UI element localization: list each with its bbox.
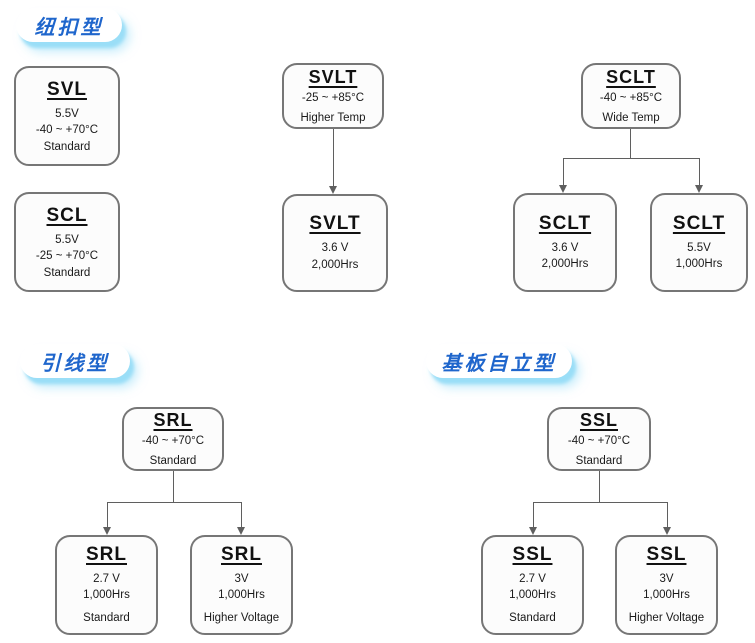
- node-line: 5.5V: [687, 241, 711, 254]
- node-line: 2.7 V: [93, 573, 120, 586]
- node-line: 1,000Hrs: [83, 589, 130, 602]
- node-title: SCLT: [606, 66, 656, 87]
- node-title: SCLT: [538, 212, 592, 234]
- node-title: SRL: [221, 544, 262, 566]
- node-line: 1,000Hrs: [675, 258, 723, 270]
- node-line: Higher Temp: [300, 112, 366, 124]
- arrow-down-icon: [529, 527, 537, 535]
- srl-connector-branch-left: [107, 502, 108, 527]
- node-title: SVLT: [309, 213, 361, 235]
- node-line: 2,000Hrs: [311, 258, 359, 271]
- sclt-connector-branch-right: [699, 158, 700, 185]
- node-line: -40 ~ +70°C: [141, 434, 205, 447]
- node-line: 3V: [234, 573, 249, 586]
- section-header-board-type: 基板自立型: [426, 344, 572, 378]
- node-line: -25 ~ +70°C: [35, 250, 99, 263]
- node-title: SRL: [153, 409, 193, 430]
- node-title: SSL: [512, 544, 553, 566]
- node-line: Standard: [509, 611, 556, 624]
- node-line: -25 ~ +85°C: [301, 91, 365, 104]
- node-line: 3.6 V: [321, 242, 349, 255]
- arrow-down-icon: [559, 185, 567, 193]
- node-title: SSL: [579, 409, 618, 430]
- node-srl-child-2: SRL 3V 1,000Hrs Higher Voltage: [190, 535, 293, 635]
- ssl-connector-branch-left: [533, 502, 534, 527]
- node-line: 2.7 V: [519, 573, 546, 586]
- node-title: SVLT: [308, 66, 358, 87]
- srl-connector-stem: [173, 471, 174, 502]
- node-line: Standard: [43, 140, 91, 153]
- arrow-down-icon: [329, 186, 337, 194]
- ssl-connector-cross: [533, 502, 668, 503]
- node-line: 5.5V: [55, 234, 79, 247]
- node-line: Standard: [83, 611, 130, 624]
- sclt-connector-branch-left: [563, 158, 564, 185]
- node-title: SVL: [47, 79, 87, 101]
- node-line: Standard: [149, 455, 197, 467]
- node-ssl-child-2: SSL 3V 1,000Hrs Higher Voltage: [615, 535, 718, 635]
- node-line: 2,000Hrs: [541, 258, 589, 270]
- node-ssl-parent: SSL -40 ~ +70°C Standard: [547, 407, 651, 471]
- node-line: 1,000Hrs: [643, 589, 690, 602]
- node-svlt-parent: SVLT -25 ~ +85°C Higher Temp: [282, 63, 384, 129]
- node-title: SRL: [86, 544, 127, 566]
- node-title: SSL: [646, 544, 687, 566]
- section-header-button-type: 纽扣型: [16, 8, 122, 42]
- node-srl-parent: SRL -40 ~ +70°C Standard: [122, 407, 224, 471]
- node-title: SCL: [46, 205, 88, 227]
- node-line: -40 ~ +85°C: [599, 91, 663, 104]
- ssl-connector-branch-right: [667, 502, 668, 527]
- section-header-lead-type: 引线型: [20, 344, 130, 378]
- node-line: Higher Voltage: [203, 611, 280, 624]
- section-header-label: 引线型: [40, 352, 110, 375]
- srl-connector-cross: [107, 502, 242, 503]
- node-line: Wide Temp: [602, 112, 660, 124]
- node-line: 1,000Hrs: [218, 589, 265, 602]
- node-ssl-child-1: SSL 2.7 V 1,000Hrs Standard: [481, 535, 584, 635]
- arrow-down-icon: [103, 527, 111, 535]
- node-line: -40 ~ +70°C: [567, 434, 631, 447]
- node-title: SCLT: [672, 212, 726, 234]
- node-line: 5.5V: [55, 108, 79, 121]
- node-line: -40 ~ +70°C: [35, 124, 99, 137]
- node-sclt-child-1: SCLT 3.6 V 2,000Hrs: [513, 193, 617, 292]
- sclt-connector-stem: [630, 129, 631, 158]
- section-header-label: 基板自立型: [441, 352, 557, 375]
- ssl-connector-stem: [599, 471, 600, 502]
- srl-connector-branch-right: [241, 502, 242, 527]
- node-scl: SCL 5.5V -25 ~ +70°C Standard: [14, 192, 120, 292]
- node-sclt-parent: SCLT -40 ~ +85°C Wide Temp: [581, 63, 681, 129]
- node-svlt-child: SVLT 3.6 V 2,000Hrs: [282, 194, 388, 292]
- node-srl-child-1: SRL 2.7 V 1,000Hrs Standard: [55, 535, 158, 635]
- node-line: Standard: [575, 455, 623, 467]
- node-line: 1,000Hrs: [509, 589, 556, 602]
- sclt-connector-cross: [563, 158, 700, 159]
- arrow-down-icon: [663, 527, 671, 535]
- node-line: 3V: [659, 573, 674, 586]
- arrow-down-icon: [695, 185, 703, 193]
- node-line: Standard: [43, 266, 91, 279]
- section-header-label: 纽扣型: [34, 16, 104, 39]
- node-line: 3.6 V: [551, 241, 579, 254]
- node-line: Higher Voltage: [628, 611, 705, 624]
- node-svl: SVL 5.5V -40 ~ +70°C Standard: [14, 66, 120, 166]
- svlt-connector-line: [333, 129, 334, 186]
- arrow-down-icon: [237, 527, 245, 535]
- node-sclt-child-2: SCLT 5.5V 1,000Hrs: [650, 193, 748, 292]
